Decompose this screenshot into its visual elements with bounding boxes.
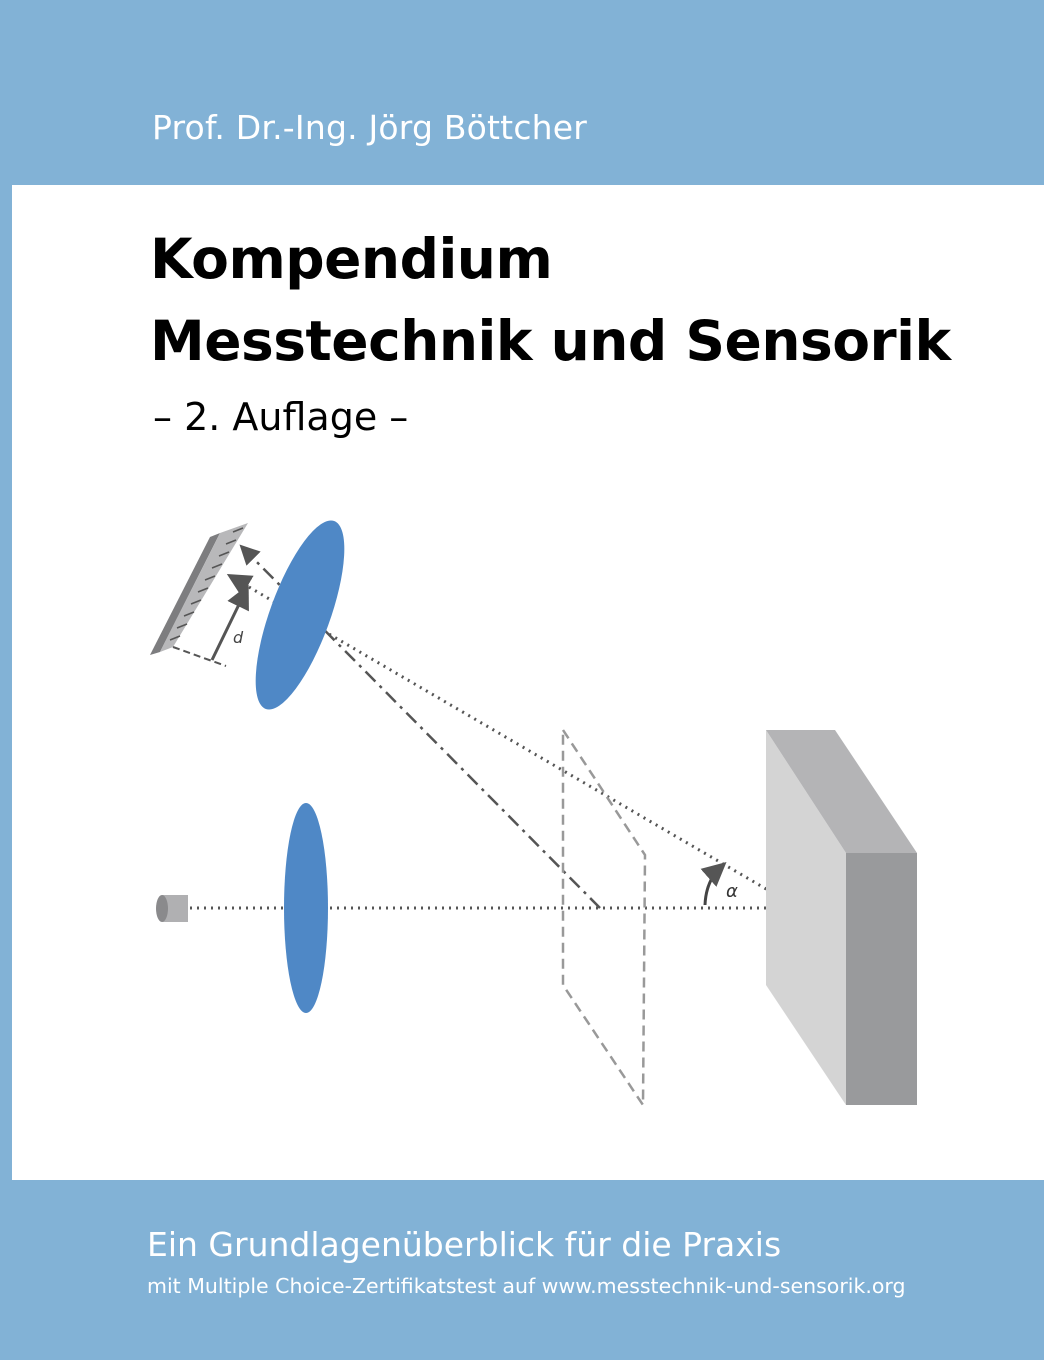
tagline: Ein Grundlagenüberblick für die Praxis — [147, 1225, 782, 1264]
edition-label: – 2. Auflage – — [153, 395, 409, 439]
title-line-2: Messtechnik und Sensorik — [150, 309, 951, 373]
book-title: Kompendium Messtechnik und Sensorik — [150, 218, 951, 382]
target-block — [766, 730, 917, 1105]
author-name: Prof. Dr.-Ing. Jörg Böttcher — [152, 108, 588, 147]
diffracted-ray — [239, 544, 601, 909]
tilted-lens — [255, 520, 345, 710]
angle-label: α — [726, 881, 738, 902]
angle-arc — [700, 862, 727, 906]
incident-ray — [304, 618, 803, 911]
grating-icon — [150, 523, 248, 667]
title-line-1: Kompendium — [150, 227, 553, 291]
light-source-icon — [156, 895, 188, 922]
image-plane — [561, 725, 647, 1110]
distance-arrow — [210, 584, 249, 661]
collimator-lens — [284, 803, 328, 1013]
website-line: mit Multiple Choice-Zertifikatstest auf … — [147, 1274, 906, 1298]
distance-label: d — [233, 628, 244, 647]
